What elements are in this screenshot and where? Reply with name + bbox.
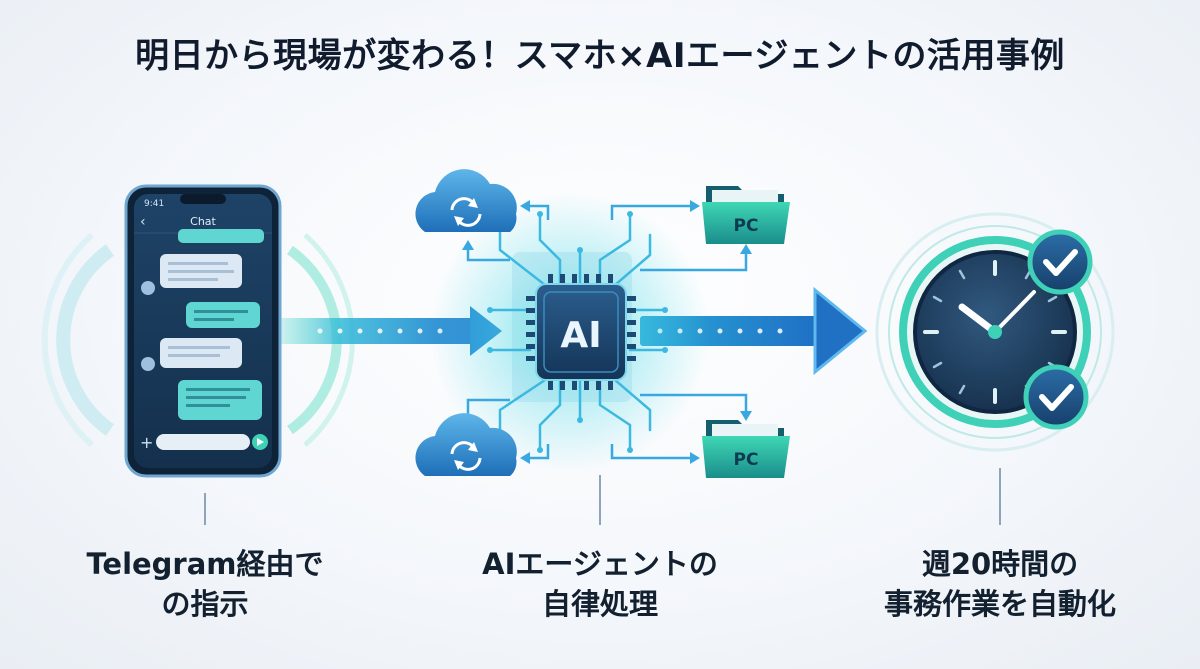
phone-time: 9:41 [144, 199, 164, 209]
message-input[interactable] [156, 434, 250, 450]
caption-line: Telegram経由で [86, 547, 324, 581]
ai-chip-icon: AI [535, 283, 627, 381]
caption-line: 自律処理 [541, 587, 658, 621]
folder-label: PC [734, 216, 759, 236]
chat-header: Chat [190, 215, 216, 228]
back-icon[interactable]: ‹ [140, 214, 146, 230]
message-bubble-incoming [160, 338, 242, 368]
caption-line: 週20時間の [921, 547, 1079, 581]
cloud-sync-icon [415, 413, 517, 476]
check-icon [1023, 364, 1089, 430]
page-title: 明日から現場が変わる！スマホ×AIエージェントの活用事例 [135, 36, 1065, 76]
message-bubble-outgoing [178, 380, 262, 420]
ai-chip-label: AI [560, 315, 601, 356]
phone-icon: 9:41 ‹ Chat + [124, 184, 282, 478]
caption-line: AIエージェントの [482, 547, 718, 581]
message-bubble-outgoing [186, 302, 260, 328]
cloud-sync-icon [415, 169, 517, 232]
caption-line: の指示 [161, 587, 249, 621]
caption-ai-processing: AIエージェントの 自律処理 [450, 544, 750, 624]
folder-label: PC [734, 450, 759, 470]
chat-messages [141, 229, 264, 420]
check-icon [1027, 229, 1093, 295]
folder-icon: PC [702, 186, 790, 244]
caption-automation: 週20時間の 事務作業を自動化 [850, 544, 1150, 624]
caption-phone-instructions: Telegram経由で の指示 [55, 544, 355, 624]
ai-processing-cluster: AI [430, 192, 752, 472]
add-icon[interactable]: + [140, 433, 153, 452]
folder-icon: PC [702, 420, 790, 478]
caption-line: 事務作業を自動化 [883, 587, 1116, 621]
